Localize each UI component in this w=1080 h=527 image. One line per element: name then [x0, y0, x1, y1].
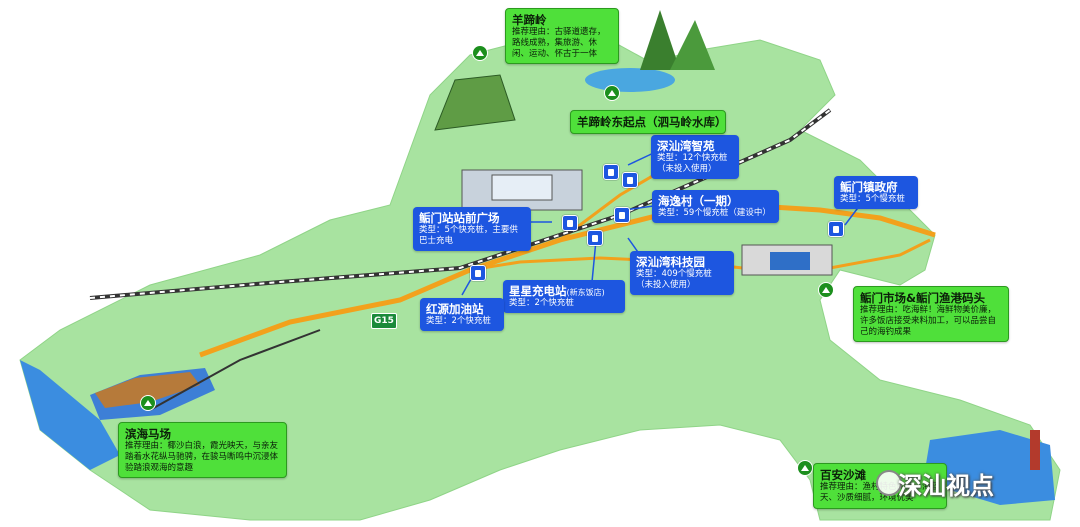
- attraction-pin-yangti-east[interactable]: [604, 85, 620, 101]
- reservoir: [585, 68, 675, 92]
- card-desc: 类型：409个慢充桩（未投入使用）: [636, 269, 712, 290]
- card-desc: 推荐理由：古驿道遗存，路线成熟，集旅游、休闲、运动、怀古于一体: [512, 27, 606, 59]
- mountain-icon: [822, 287, 830, 293]
- attraction-pin-baian[interactable]: [797, 460, 813, 476]
- card-shenshan-zhiyuan[interactable]: 深汕湾智苑 类型：12个快充桩（未投入使用）: [651, 135, 739, 179]
- charger-icon: [592, 234, 598, 242]
- mountain-icon: [144, 400, 152, 406]
- card-title: 鲘门镇政府: [840, 180, 898, 194]
- charger-icon: [833, 225, 839, 233]
- card-title-main: 星星充电站: [509, 284, 567, 298]
- card-title: 红源加油站: [426, 302, 484, 316]
- watermark: 深汕视点: [898, 472, 994, 500]
- card-desc: 类型：12个快充桩（未投入使用）: [657, 153, 728, 174]
- sea-left: [20, 360, 120, 470]
- charger-icon: [608, 168, 614, 176]
- card-title: 海逸村（一期）: [658, 194, 739, 208]
- attraction-pin-horse[interactable]: [140, 395, 156, 411]
- card-yangtijunling[interactable]: 羊蹄岭 推荐理由：古驿道遗存，路线成熟，集旅游、休闲、运动、怀古于一体: [505, 8, 619, 65]
- charger-icon: [567, 219, 573, 227]
- mountain-icon: [608, 90, 616, 96]
- card-title: 深汕湾智苑: [657, 139, 715, 153]
- card-desc: 推荐理由：椰沙白浪，霞光映天，与亲友踏着水花纵马驰骋，在骏马嘶鸣中沉浸体验踏浪观…: [125, 441, 279, 473]
- card-desc: 类型：2个快充桩: [509, 298, 574, 309]
- attraction-pin-market[interactable]: [818, 282, 834, 298]
- card-title: 滨海马场: [125, 427, 171, 441]
- card-title: 深汕湾科技园: [636, 255, 705, 269]
- charging-pin-station[interactable]: [562, 215, 578, 231]
- card-market[interactable]: 鲘门市场&鲘门渔港码头 推荐理由：吃海鲜！海鲜物美价廉，许多饭店接受来料加工，可…: [853, 286, 1009, 343]
- mountain-illustration: [434, 74, 516, 131]
- mountain-icon: [476, 50, 484, 56]
- card-title: 星星充电站(新东饭店): [509, 284, 619, 298]
- card-hongyuan[interactable]: 红源加油站 类型：2个快充桩: [420, 298, 504, 331]
- card-horse-farm[interactable]: 滨海马场 推荐理由：椰沙白浪，霞光映天，与亲友踏着水花纵马驰骋，在骏马嘶鸣中沉浸…: [118, 422, 287, 479]
- card-title: 百安沙滩: [820, 468, 866, 482]
- charging-pin-zhiyuan-2[interactable]: [622, 172, 638, 188]
- railway-ties: [89, 109, 831, 299]
- card-title: 羊蹄岭: [512, 13, 547, 27]
- card-title: 鲘门站站前广场: [419, 211, 500, 225]
- charging-pin-haiyi[interactable]: [614, 207, 630, 223]
- wechat-icon: [876, 470, 902, 496]
- lighthouse-illustration: [1030, 430, 1040, 470]
- charger-icon: [475, 269, 481, 277]
- card-desc: 类型：5个慢充桩: [840, 194, 905, 205]
- card-title: 羊蹄岭东起点（泗马岭水库）: [577, 115, 727, 129]
- highway-shield: G15: [371, 313, 397, 329]
- charger-icon: [627, 176, 633, 184]
- card-title: 鲘门市场&鲘门渔港码头: [860, 291, 986, 305]
- horse-farm-sand: [95, 372, 200, 408]
- mountain-icon: [801, 465, 809, 471]
- card-desc: 类型：2个快充桩: [426, 316, 491, 327]
- card-desc: 推荐理由：吃海鲜！海鲜物美价廉，许多饭店接受来料加工，可以品尝自己的海钓成果: [860, 305, 997, 337]
- sea-right: [925, 430, 1055, 505]
- fishing-port-illustration: [741, 244, 833, 276]
- charging-pin-gov[interactable]: [828, 221, 844, 237]
- charging-pin-hongyuan[interactable]: [470, 265, 486, 281]
- card-desc: 类型：59个慢充桩（建设中）: [658, 208, 771, 219]
- forest-illustration: [640, 10, 715, 70]
- attraction-pin-yangti[interactable]: [472, 45, 488, 61]
- card-xingxing[interactable]: 星星充电站(新东饭店) 类型：2个快充桩: [503, 280, 625, 313]
- card-tech-park[interactable]: 深汕湾科技园 类型：409个慢充桩（未投入使用）: [630, 251, 734, 295]
- card-yangtijunling-east[interactable]: 羊蹄岭东起点（泗马岭水库）: [570, 110, 727, 135]
- charger-icon: [619, 211, 625, 219]
- card-title-note: (新东饭店): [566, 288, 605, 297]
- card-town-gov[interactable]: 鲘门镇政府 类型：5个慢充桩: [834, 176, 918, 209]
- highway-g15: [199, 202, 936, 358]
- card-station-square[interactable]: 鲘门站站前广场 类型：5个快充桩，主要供巴士充电: [413, 207, 531, 251]
- card-haiyi-village[interactable]: 海逸村（一期） 类型：59个慢充桩（建设中）: [652, 190, 779, 223]
- charging-pin-xingxing[interactable]: [587, 230, 603, 246]
- charging-pin-zhiyuan[interactable]: [603, 164, 619, 180]
- coastal-road: [149, 329, 321, 411]
- railway-station-illustration: [461, 169, 583, 211]
- card-desc: 类型：5个快充桩，主要供巴士充电: [419, 225, 518, 246]
